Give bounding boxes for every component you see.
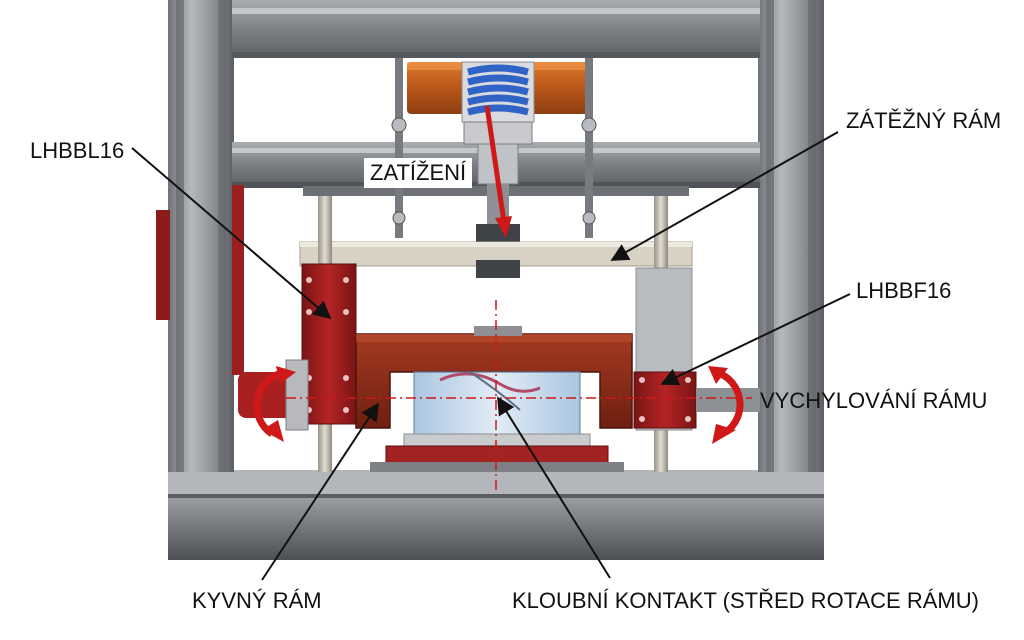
left-side-drive <box>156 185 244 375</box>
load-arrow-icon <box>484 105 512 238</box>
left-shaft <box>238 359 309 431</box>
load-frame <box>299 196 693 472</box>
leader-lines <box>131 131 851 581</box>
weight-assembly <box>391 58 597 244</box>
label-load-frame: ZÁTĚŽNÝ RÁM <box>846 108 1002 133</box>
machine-frame <box>168 0 824 560</box>
rotation-arrow-right-icon <box>708 366 744 444</box>
leader-joint-contact <box>497 396 611 579</box>
label-lhbbl16: LHBBL16 <box>30 138 125 163</box>
axis-lines <box>286 300 752 492</box>
leader-lhbbf16 <box>660 293 851 386</box>
joint-contact <box>370 326 624 472</box>
bearing-lhbbl16 <box>301 263 357 425</box>
rotation-arrow-left-icon <box>253 366 296 442</box>
spring <box>467 64 529 116</box>
label-joint-contact: KLOUBNÍ KONTAKT (STŘED ROTACE RÁMU) <box>512 588 979 613</box>
label-lhbbf16: LHBBF16 <box>856 278 952 303</box>
label-frame-tilt: VYCHYLOVÁNÍ RÁMU <box>760 388 988 413</box>
label-swing-frame: KYVNÝ RÁM <box>192 588 322 613</box>
leader-swing-frame <box>261 402 379 581</box>
label-load: ZATÍŽENÍ <box>364 158 473 188</box>
leader-load-frame <box>610 131 839 261</box>
swing-frame <box>355 333 633 429</box>
leader-lhbbl16 <box>131 147 332 320</box>
bearing-lhbbf16 <box>633 371 760 429</box>
